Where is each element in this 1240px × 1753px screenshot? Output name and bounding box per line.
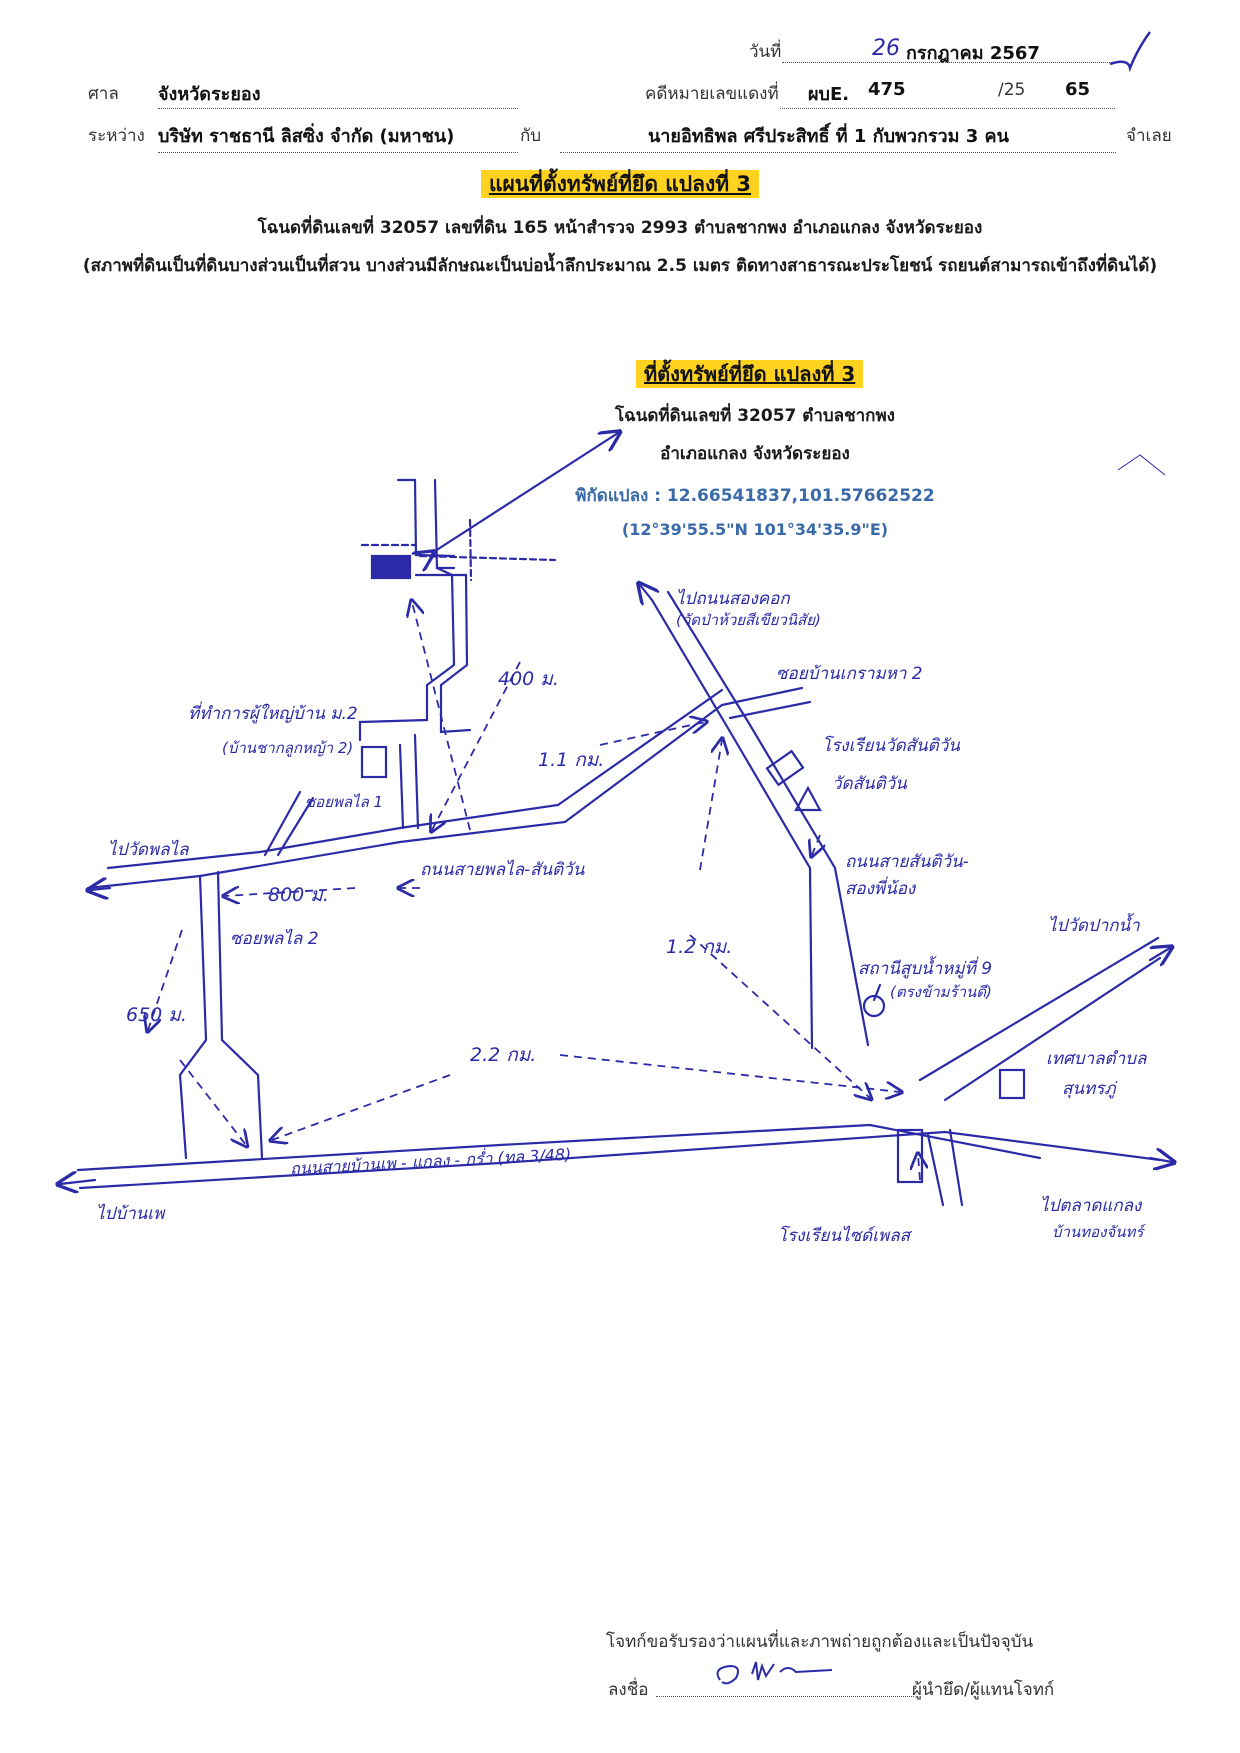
distance-800m: 800 ม. [268,884,329,906]
seized-parcel [370,554,412,580]
label-clinic-sub: สุนทรภู่ [1062,1079,1116,1099]
court-value: จังหวัดระยอง [158,84,261,105]
road-phon-santi [86,703,724,890]
label-to-ban-phe: ไปบ้านเพ [96,1204,165,1224]
defendant: นายอิทธิพล ศรีประสิทธิ์ ที่ 1 กับพวกรวม … [648,126,1009,147]
signature-icon [716,1661,833,1685]
court-label: ศาล [88,84,119,104]
label-temple: วัดสันติวัน [832,774,907,794]
deed-line: โฉนดที่ดินเลขที่ 32057 เลขที่ดิน 165 หน้… [257,218,983,238]
certify-text: โจทก์ขอรับรองว่าแผนที่และภาพถ่ายถูกต้องแ… [606,1632,1034,1652]
label-village-head-sub: (บ้านชากลูกหญ้า 2) [222,739,354,757]
label-seven-eleven: โรงเรียนไซด์เพลส [778,1226,911,1246]
sign-role: ผู้นำยึด/ผู้แทนโจทก์ [912,1680,1055,1700]
case-year-suffix: 65 [1065,79,1091,100]
distance-400m: 400 ม. [498,668,559,690]
between-label: ระหว่าง [88,126,145,146]
defendant-role: จำเลย [1126,126,1172,146]
case-label: คดีหมายเลขแดงที่ [645,84,779,104]
label-soi-ban: ซอยบ้านเกรามหา 2 [776,664,923,684]
label-road-santi-song: ถนนสายสันติวัน-สองพี่น้อง [845,852,969,899]
date-day: 26 [872,36,900,61]
label-gas-station-sub: (ตรงข้ามร้านดี) [890,983,992,1001]
distance-1-1km: 1.1 กม. [538,749,605,771]
plaintiff: บริษัท ราชธานี ลิสซิ่ง จำกัด (มหาชน) [158,126,455,147]
case-year-prefix: /25 [998,80,1026,100]
label-clinic: เทศบาลตำบล [1046,1049,1147,1069]
sign-label: ลงชื่อ [608,1680,649,1700]
map-coords: พิกัดแปลง : 12.66541837,101.57662522 [575,486,935,506]
date-month-year: กรกฎาคม 2567 [906,43,1040,64]
date-label: วันที่ [749,42,782,62]
map-caption-title-wrap: ที่ตั้งทรัพย์ที่ยึด แปลงที่ 3 [636,358,864,390]
distance-2-2km: 2.2 กม. [470,1044,537,1066]
label-to-wat-thung-sub: (วัดป่าห้วยสีเขียวนิสัย) [676,611,821,629]
map-caption-line1: โฉนดที่ดินเลขที่ 32057 ตำบลชากพง [615,406,895,426]
title-block: แผนที่ตั้งทรัพย์ที่ยึด แปลงที่ 3 [0,168,1240,201]
label-soi-phon-2: ซอยพลไล 2 [230,929,319,949]
label-village-head: ที่ทำการผู้ใหญ่บ้าน ม.2 [188,704,358,724]
page-title: แผนที่ตั้งทรัพย์ที่ยึด แปลงที่ 3 [480,170,760,198]
label-to-klaeng-sub: บ้านทองจันทร์ [1052,1223,1144,1241]
map-caption-line2: อำเภอแกลง จังหวัดระยอง [660,444,850,464]
label-to-wat-thung: ไปถนนสองคอก [676,589,790,609]
label-soi-phon-1: ซอยพลไล 1 [305,793,384,811]
label-road-phon-santi: ถนนสายพลไล-สันติวัน [420,860,585,880]
distance-650m: 650 ม. [126,1004,187,1026]
label-gas-station: สถานีสูบน้ำหมู่ที่ 9 [858,959,993,979]
label-to-pak-nam: ไปวัดปากน้ำ [1048,916,1140,936]
label-to-wat-phon: ไปวัดพลไล [108,840,189,860]
label-to-klaeng: ไปตลาดแกลง [1040,1196,1142,1216]
checkmark-icon [1109,31,1152,73]
with-label: กับ [520,126,542,146]
case-number: 475 [868,79,906,100]
condition-line: (สภาพที่ดินเป็นที่ดินบางส่วนเป็นที่สวน บ… [82,256,1158,276]
main-road [76,1123,1042,1172]
case-prefix: ผบE. [808,84,850,105]
map-caption-title: ที่ตั้งทรัพย์ที่ยึด แปลงที่ 3 [636,360,864,388]
road-santi-song [650,598,814,1050]
map-coords-dms: (12°39'55.5"N 101°34'35.9"E) [621,520,889,539]
distance-1-2km: 1.2 กม. [666,936,733,958]
label-school: โรงเรียนวัดสันติวัน [822,736,960,756]
